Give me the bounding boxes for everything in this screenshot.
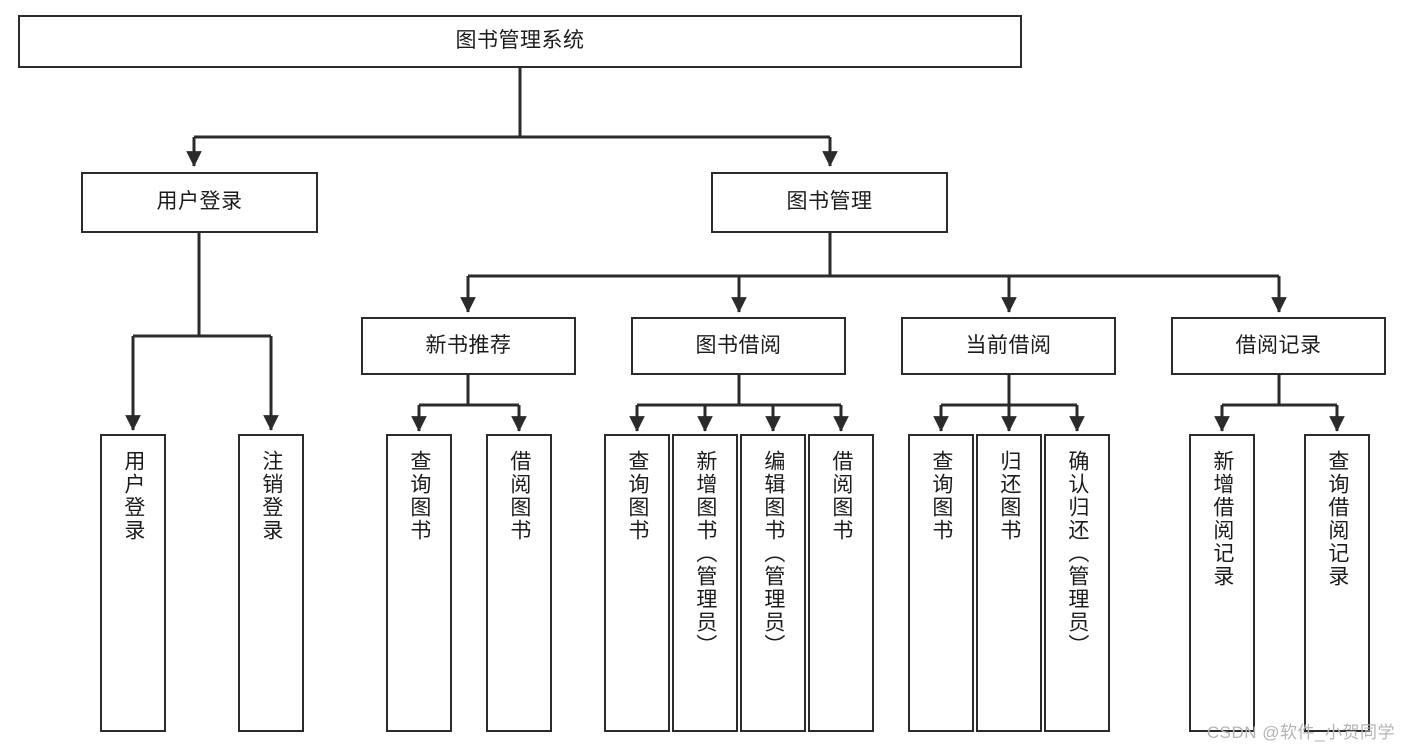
node-leaf-add-record-label: 新增借阅记录 bbox=[1210, 450, 1234, 588]
node-leaf-logout-login[interactable]: 注销登录 bbox=[238, 434, 304, 732]
node-leaf-borrow-book-1-label: 借阅图书 bbox=[507, 450, 531, 542]
node-leaf-user-login-label: 用户登录 bbox=[121, 450, 145, 542]
node-leaf-query-record-label: 查询借阅记录 bbox=[1325, 450, 1349, 588]
node-leaf-borrow-book-2-label: 借阅图书 bbox=[829, 450, 853, 542]
node-leaf-return-book[interactable]: 归还图书 bbox=[976, 434, 1042, 732]
node-leaf-logout-login-label: 注销登录 bbox=[259, 450, 283, 542]
node-borrow-record-label: 借阅记录 bbox=[1235, 333, 1322, 357]
node-current-borrow-label: 当前借阅 bbox=[965, 333, 1052, 357]
node-user-login-label: 用户登录 bbox=[156, 190, 243, 214]
node-book-manage[interactable]: 图书管理 bbox=[711, 172, 948, 233]
node-book-borrow[interactable]: 图书借阅 bbox=[631, 317, 846, 375]
node-current-borrow[interactable]: 当前借阅 bbox=[901, 317, 1116, 375]
node-leaf-query-book-3-label: 查询图书 bbox=[929, 450, 953, 542]
node-leaf-query-record[interactable]: 查询借阅记录 bbox=[1304, 434, 1370, 732]
node-leaf-query-book-1-label: 查询图书 bbox=[407, 450, 431, 542]
node-leaf-borrow-book-1[interactable]: 借阅图书 bbox=[486, 434, 552, 732]
node-leaf-confirm-return[interactable]: 确认归还（管理员） bbox=[1044, 434, 1110, 732]
node-leaf-add-book[interactable]: 新增图书（管理员） bbox=[672, 434, 738, 732]
node-new-book-recommend[interactable]: 新书推荐 bbox=[361, 317, 576, 375]
node-leaf-query-book-2[interactable]: 查询图书 bbox=[604, 434, 670, 732]
node-leaf-user-login[interactable]: 用户登录 bbox=[100, 434, 166, 732]
node-book-borrow-label: 图书借阅 bbox=[695, 333, 782, 357]
node-leaf-add-book-label: 新增图书（管理员） bbox=[693, 450, 717, 657]
node-leaf-query-book-3[interactable]: 查询图书 bbox=[908, 434, 974, 732]
node-leaf-query-book-2-label: 查询图书 bbox=[625, 450, 649, 542]
node-borrow-record[interactable]: 借阅记录 bbox=[1171, 317, 1386, 375]
node-leaf-add-record[interactable]: 新增借阅记录 bbox=[1189, 434, 1255, 732]
node-leaf-return-book-label: 归还图书 bbox=[997, 450, 1021, 542]
node-user-login[interactable]: 用户登录 bbox=[81, 172, 318, 233]
node-book-manage-label: 图书管理 bbox=[786, 190, 873, 214]
node-leaf-borrow-book-2[interactable]: 借阅图书 bbox=[808, 434, 874, 732]
watermark-text: CSDN @软件_小贺同学 bbox=[1206, 723, 1395, 742]
node-root-label: 图书管理系统 bbox=[455, 29, 585, 53]
node-leaf-confirm-return-label: 确认归还（管理员） bbox=[1065, 450, 1089, 657]
node-leaf-edit-book[interactable]: 编辑图书（管理员） bbox=[740, 434, 806, 732]
node-root[interactable]: 图书管理系统 bbox=[18, 15, 1022, 68]
node-new-book-recommend-label: 新书推荐 bbox=[425, 333, 512, 357]
node-leaf-edit-book-label: 编辑图书（管理员） bbox=[761, 450, 785, 657]
node-leaf-query-book-1[interactable]: 查询图书 bbox=[386, 434, 452, 732]
